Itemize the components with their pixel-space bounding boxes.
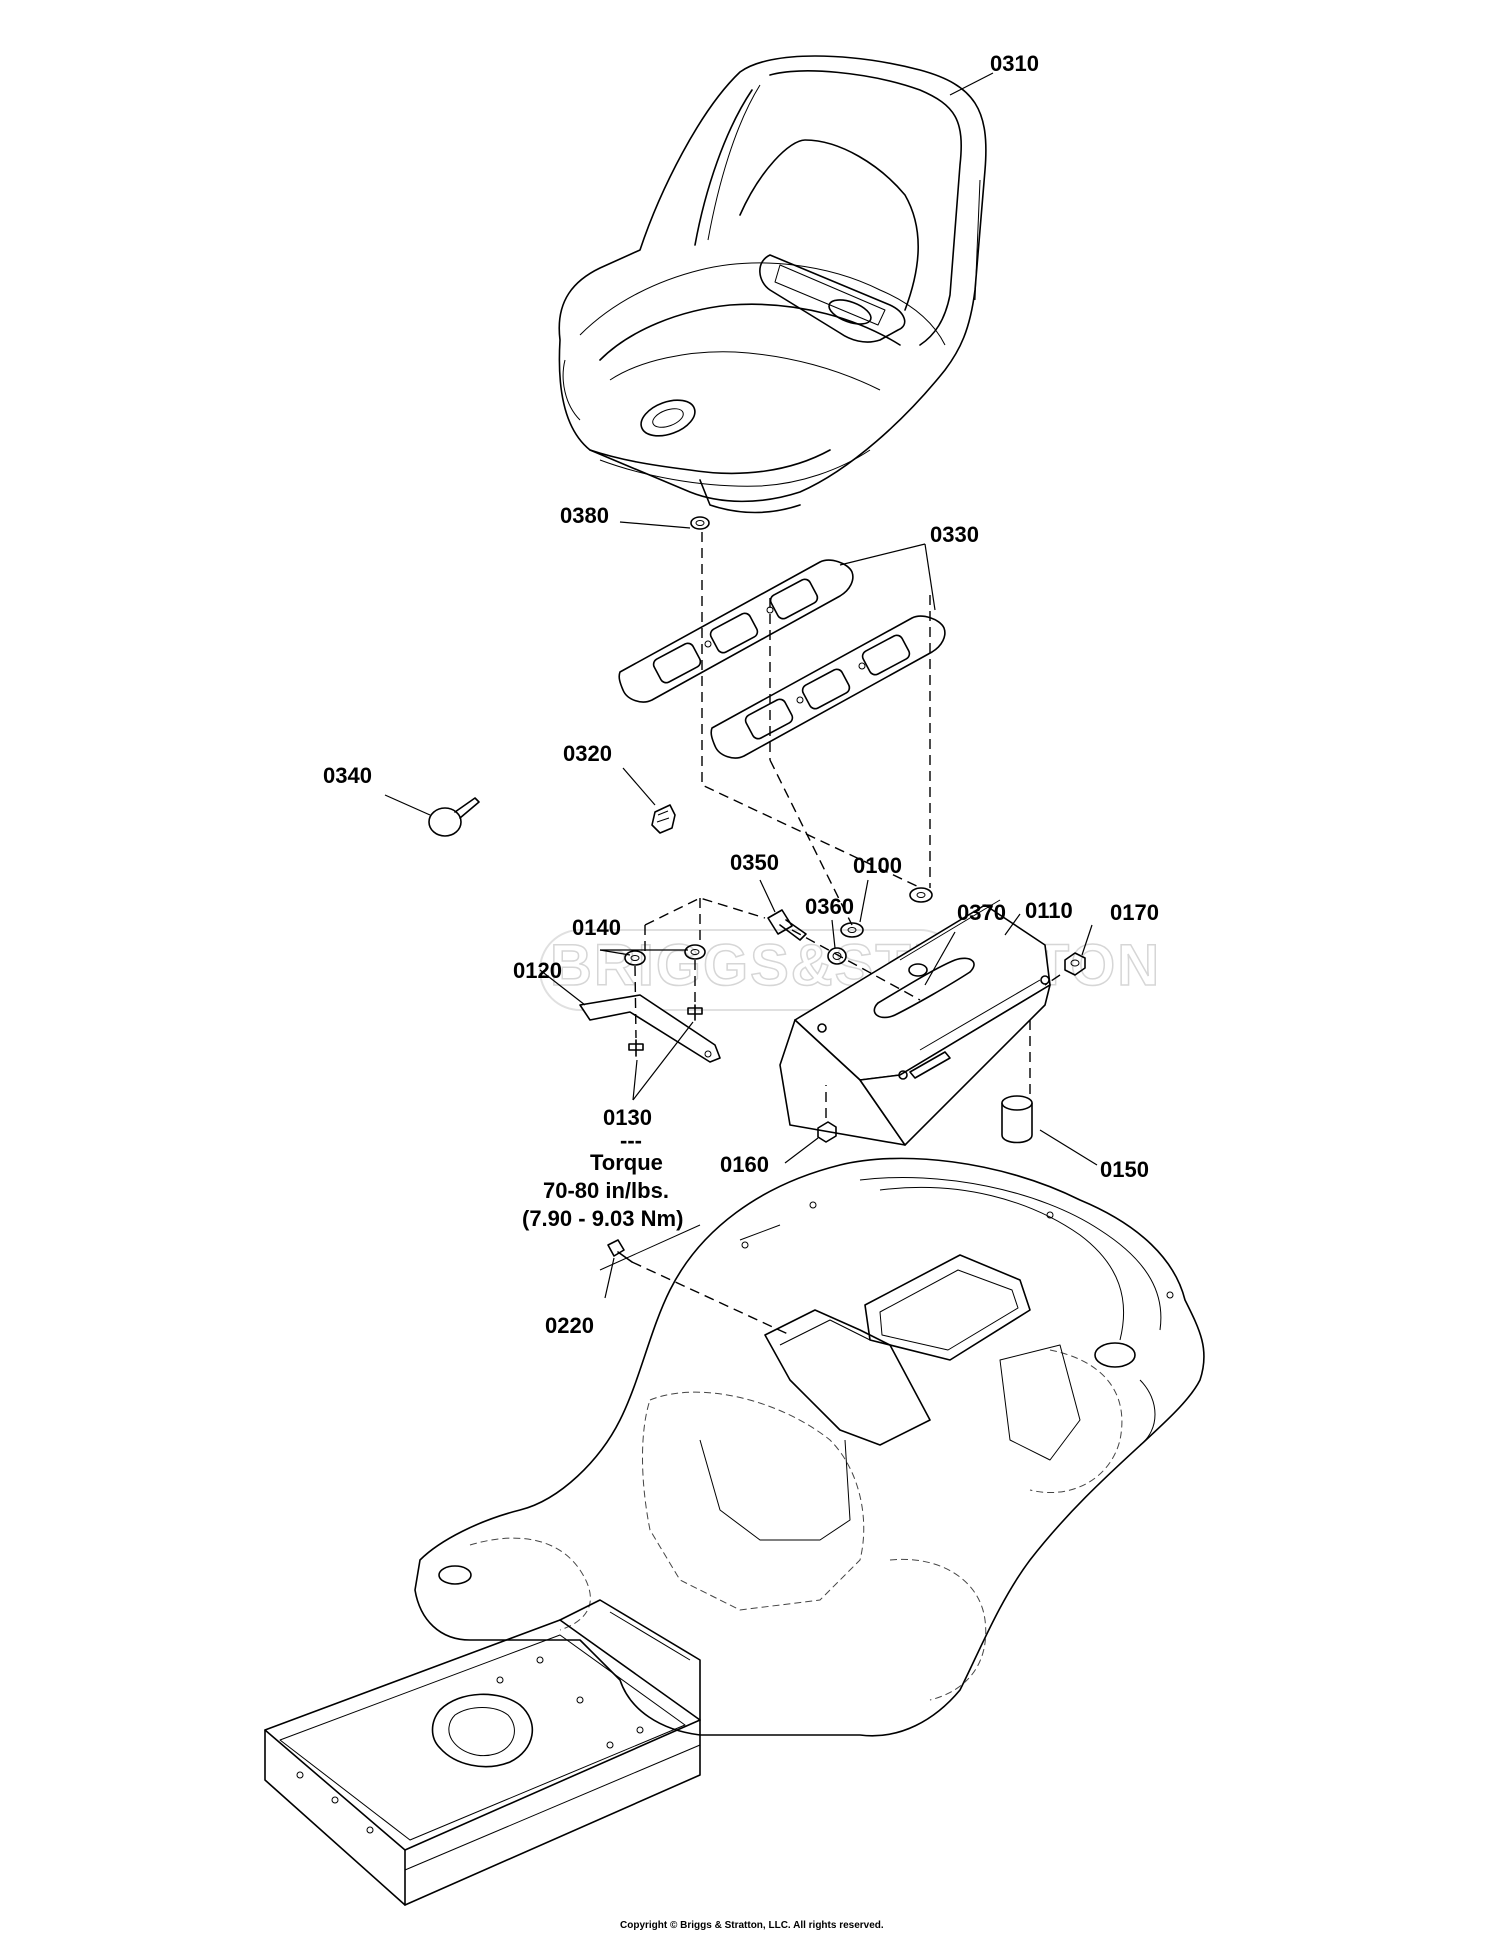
label-0340: 0340 xyxy=(323,763,372,788)
label-0380: 0380 xyxy=(560,503,609,528)
watermark-text: BRIGGS&STRATTON xyxy=(550,933,1161,998)
label-0350: 0350 xyxy=(730,850,779,875)
bracket-0120 xyxy=(579,994,721,1063)
seat-part xyxy=(558,55,987,514)
label-0220: 0220 xyxy=(545,1313,594,1338)
label-0160: 0160 xyxy=(720,1152,769,1177)
washer-0380 xyxy=(690,516,710,530)
torque-metric: (7.90 - 9.03 Nm) xyxy=(522,1206,683,1231)
label-0320: 0320 xyxy=(563,741,612,766)
label-0170: 0170 xyxy=(1110,900,1159,925)
screw-0220 xyxy=(607,1239,633,1263)
label-0130: 0130 xyxy=(603,1105,652,1130)
bolt-0350 xyxy=(767,909,807,941)
frame-deck xyxy=(264,1599,701,1906)
label-0370: 0370 xyxy=(957,900,1006,925)
assembly-lines xyxy=(631,532,1061,1336)
label-0110: 0110 xyxy=(1025,898,1073,923)
screw-0130 xyxy=(628,1004,703,1057)
cable-tie-0340 xyxy=(428,797,480,837)
torque-title: Torque xyxy=(590,1150,663,1175)
seat-pan-0110 xyxy=(779,899,1051,1146)
chassis-fender xyxy=(414,1157,1205,1737)
torque-separator: --- xyxy=(620,1128,642,1153)
label-0310: 0310 xyxy=(990,51,1039,76)
label-0360: 0360 xyxy=(805,894,854,919)
nut-0160 xyxy=(817,1121,837,1143)
label-0120: 0120 xyxy=(513,958,562,983)
part-labels: 0310 0380 0330 0320 0340 0350 0100 0360 … xyxy=(323,51,1159,1338)
torque-imperial: 70-80 in/lbs. xyxy=(543,1178,669,1203)
nut-0170 xyxy=(1064,952,1086,976)
label-0330: 0330 xyxy=(930,522,979,547)
label-0150: 0150 xyxy=(1100,1157,1149,1182)
label-0100: 0100 xyxy=(853,853,902,878)
clip-0320 xyxy=(651,804,676,834)
seat-rail-0330-second xyxy=(710,615,946,759)
copyright-text: Copyright © Briggs & Stratton, LLC. All … xyxy=(620,1920,884,1931)
bumper-0150 xyxy=(1001,1095,1033,1144)
washer-0140 xyxy=(624,944,706,966)
torque-note: --- Torque 70-80 in/lbs. (7.90 - 9.03 Nm… xyxy=(522,1128,683,1231)
label-0140: 0140 xyxy=(572,915,621,940)
seat-rail-0330 xyxy=(618,559,854,703)
leader-lines xyxy=(384,72,1098,1299)
washer-0100 xyxy=(840,887,933,938)
